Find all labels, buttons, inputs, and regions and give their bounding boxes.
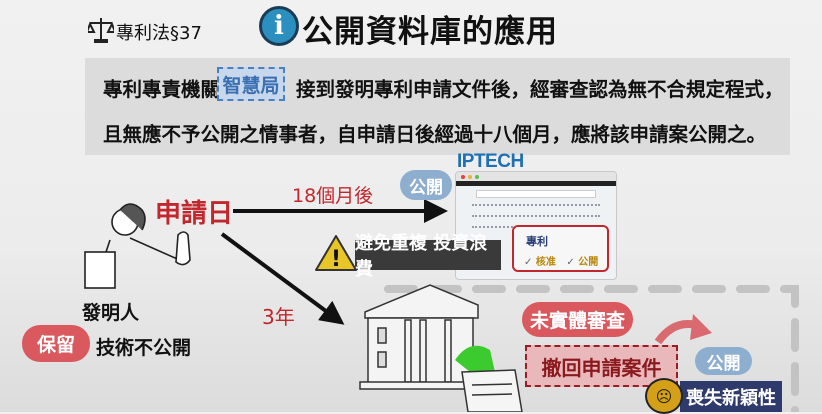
statute-line2: 且無應不予公開之情事者，自申請日後經過十八個月，應將該申請案公開之。 [103,123,767,146]
statute-line1-prefix: 專利專責機關 [103,78,221,101]
iptech-logo: IPTECH [457,151,524,172]
warning-icon [315,235,357,271]
inventor-sketch-icon [84,203,191,289]
three-years-label: 3年 [262,305,295,329]
statute-line1-suffix: 接到發明專利申請文件後，經審查認為無不合規定程式， [296,78,784,101]
check-icon: ✓ [524,257,533,268]
arrow-3-years [220,232,345,325]
patent-status-card: 專利 ✓ 核准 ✓ 公開 [512,225,609,272]
card-item-published: 公開 [578,257,599,268]
scales-of-justice-icon [88,18,114,43]
page-title: 公開資料庫的應用 [302,14,558,50]
green-arrow [455,345,495,372]
warning-label: 避免重複 投資浪費 [355,233,501,280]
sad-face-icon: ☹ [645,378,683,414]
patent-office-building-icon [359,284,481,390]
statute-box [85,58,790,155]
tech-not-public-label: 技術不公開 [96,337,192,359]
inventor-label: 發明人 [82,302,140,324]
lose-novelty-label: 喪失新穎性 [680,381,782,412]
no-exam-badge: 未實體審查 [522,302,633,337]
after-18-months-label: 18個月後 [292,185,374,207]
publish-badge: 公開 [400,170,452,200]
document-icon [461,369,523,412]
filing-date-label: 申請日 [155,199,234,229]
svg-text:!: ! [331,247,341,272]
card-title: 專利 [526,235,548,248]
law-reference: 專利法§37 [116,23,202,44]
retain-badge: 保留 [22,325,90,362]
dashed-frame [384,285,799,412]
card-item-approved: 核准 [535,257,556,268]
check-icon: ✓ [566,257,575,268]
info-icon: i [259,6,299,46]
agency-tag: 智慧局 [217,67,285,101]
publish-badge-2: 公開 [695,347,752,375]
